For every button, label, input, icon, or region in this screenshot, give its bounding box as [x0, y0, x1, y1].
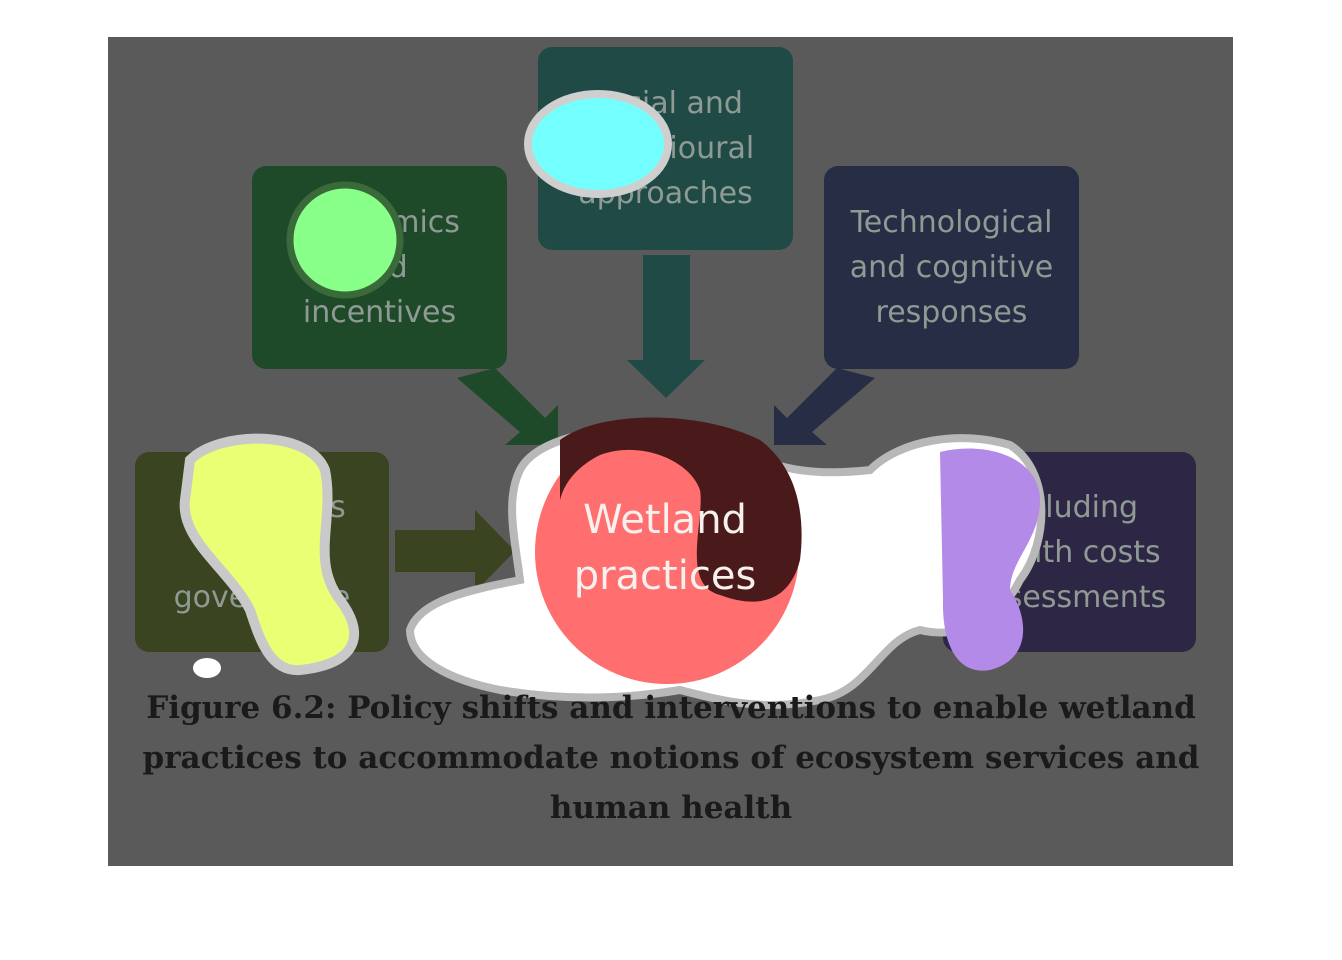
health-costs-box: Including health costs assessments — [943, 452, 1196, 652]
center-label-wetland-practices: Wetland practices — [573, 497, 757, 599]
institutions-governance-box: Institutions and governance — [135, 452, 389, 652]
social-behavioural-box: Social and behavioural approaches — [538, 47, 793, 250]
technological-cognitive-box: Technological and cognitive responses — [824, 166, 1079, 369]
economics-incentives-box: Economics and incentives — [252, 166, 507, 369]
figure-caption: Figure 6.2: Policy shifts and interventi… — [142, 690, 1200, 826]
